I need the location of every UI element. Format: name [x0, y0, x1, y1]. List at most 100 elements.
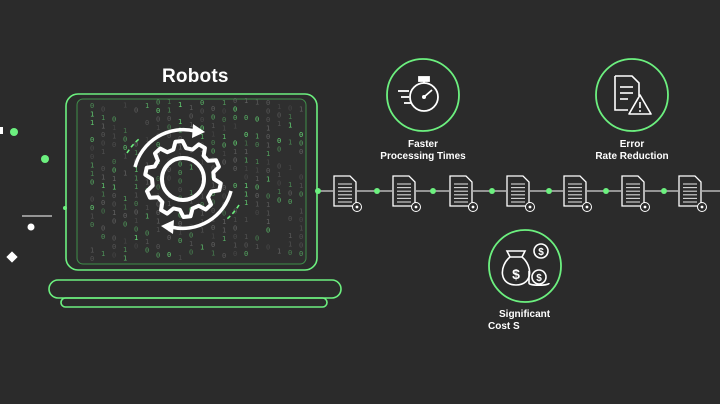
svg-text:0: 0 [266, 133, 270, 141]
svg-text:0: 0 [156, 201, 160, 209]
error-label-line1: Error [619, 139, 645, 150]
svg-text:0: 0 [189, 249, 193, 257]
svg-text:1: 1 [145, 238, 149, 246]
svg-text:0: 0 [123, 136, 127, 144]
svg-text:0: 0 [90, 144, 94, 152]
svg-text:0: 0 [299, 174, 303, 182]
svg-text:0: 0 [244, 174, 248, 182]
svg-text:1: 1 [233, 242, 237, 250]
svg-text:1: 1 [200, 133, 204, 141]
svg-text:1: 1 [222, 133, 226, 141]
svg-text:0: 0 [255, 235, 259, 243]
svg-text:0: 0 [101, 207, 105, 215]
svg-text:0: 0 [222, 142, 226, 150]
pipeline-node-icon [546, 188, 552, 194]
svg-text:0: 0 [156, 184, 160, 192]
svg-text:0: 0 [112, 141, 116, 149]
svg-text:0: 0 [145, 229, 149, 237]
svg-text:0: 0 [211, 113, 215, 121]
svg-text:1: 1 [101, 122, 105, 130]
svg-text:1: 1 [112, 175, 116, 183]
svg-text:0: 0 [277, 180, 281, 188]
svg-text:1: 1 [244, 191, 248, 199]
svg-text:0: 0 [266, 226, 270, 234]
svg-text:1: 1 [211, 232, 215, 240]
pipeline-node-icon [603, 188, 609, 194]
svg-text:1: 1 [244, 165, 248, 173]
svg-text:1: 1 [145, 102, 149, 110]
svg-text:1: 1 [189, 198, 193, 206]
svg-text:0: 0 [167, 115, 171, 123]
svg-text:0: 0 [112, 200, 116, 208]
svg-text:1: 1 [244, 97, 248, 105]
faster-label-line2: Processing Times [380, 151, 466, 162]
svg-text:0: 0 [222, 252, 226, 260]
svg-text:1: 1 [189, 240, 193, 248]
svg-text:1: 1 [222, 150, 226, 158]
svg-text:1: 1 [288, 241, 292, 249]
svg-text:0: 0 [211, 241, 215, 249]
svg-text:0: 0 [101, 105, 105, 113]
svg-text:$: $ [512, 266, 520, 282]
svg-text:1: 1 [178, 101, 182, 109]
svg-text:0: 0 [134, 200, 138, 208]
svg-text:0: 0 [112, 158, 116, 166]
svg-text:1: 1 [255, 175, 259, 183]
svg-text:0: 0 [277, 163, 281, 171]
faster-label-line1: Faster [407, 139, 438, 150]
svg-text:0: 0 [178, 177, 182, 185]
svg-text:0: 0 [288, 215, 292, 223]
svg-text:0: 0 [266, 243, 270, 251]
svg-text:1: 1 [145, 136, 149, 144]
svg-text:0: 0 [266, 116, 270, 124]
svg-text:1: 1 [134, 149, 138, 157]
svg-text:1: 1 [90, 170, 94, 178]
svg-text:1: 1 [266, 201, 270, 209]
svg-text:1: 1 [90, 119, 94, 127]
svg-text:0: 0 [266, 99, 270, 107]
error-label: Error Rate Reduction [572, 139, 692, 163]
svg-text:0: 0 [112, 251, 116, 259]
svg-text:0: 0 [101, 139, 105, 147]
svg-text:1: 1 [299, 182, 303, 190]
svg-text:1: 1 [134, 175, 138, 183]
cost-label-line1: Significant [499, 309, 551, 320]
svg-text:1: 1 [90, 110, 94, 118]
svg-text:1: 1 [123, 255, 127, 263]
svg-text:1: 1 [299, 208, 303, 216]
diagram-title: Robots [162, 66, 229, 87]
svg-text:0: 0 [233, 114, 237, 122]
svg-text:0: 0 [277, 197, 281, 205]
svg-text:0: 0 [233, 233, 237, 241]
svg-text:1: 1 [101, 114, 105, 122]
svg-text:0: 0 [222, 210, 226, 218]
svg-text:0: 0 [156, 209, 160, 217]
svg-text:1: 1 [145, 204, 149, 212]
svg-text:0: 0 [90, 204, 94, 212]
binary-rain: 0110001100010100110010111000010110001100… [90, 97, 303, 263]
svg-text:0: 0 [255, 116, 259, 124]
faster-processing-badge [386, 58, 460, 132]
gear-icon [126, 124, 240, 234]
svg-text:1: 1 [123, 246, 127, 254]
svg-text:1: 1 [145, 178, 149, 186]
svg-text:1: 1 [255, 243, 259, 251]
laptop-base-top [48, 279, 342, 299]
svg-text:0: 0 [233, 106, 237, 114]
svg-text:0: 0 [211, 105, 215, 113]
cost-savings-badge: $ $ $ [488, 229, 562, 303]
svg-text:0: 0 [299, 233, 303, 241]
svg-text:1: 1 [222, 125, 226, 133]
svg-text:1: 1 [299, 106, 303, 114]
pipeline-node-icon [430, 188, 436, 194]
svg-text:0: 0 [178, 237, 182, 245]
svg-text:1: 1 [167, 200, 171, 208]
svg-text:1: 1 [200, 218, 204, 226]
svg-text:1: 1 [134, 166, 138, 174]
svg-text:0: 0 [101, 199, 105, 207]
svg-text:1: 1 [112, 209, 116, 217]
svg-text:0: 0 [178, 220, 182, 228]
svg-text:0: 0 [222, 116, 226, 124]
svg-text:0: 0 [167, 251, 171, 259]
svg-text:1: 1 [244, 157, 248, 165]
